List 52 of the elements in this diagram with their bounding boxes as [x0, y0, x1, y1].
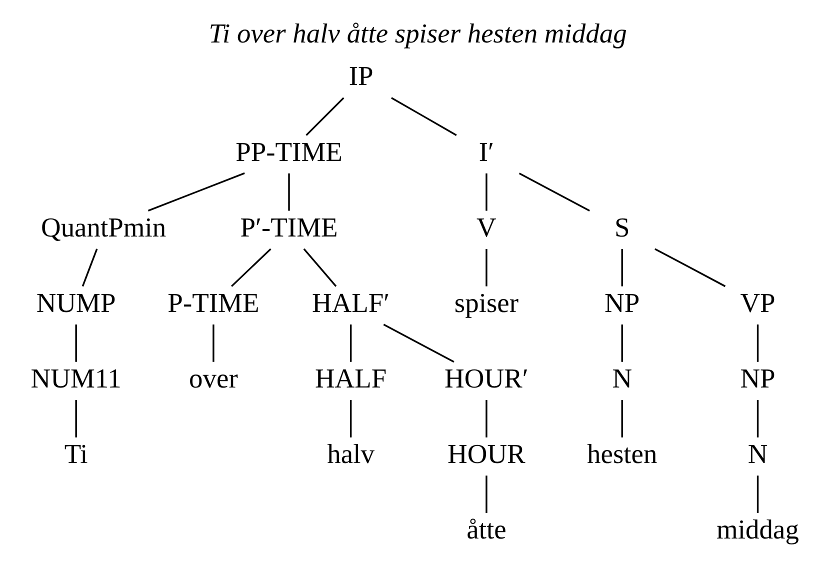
node-text: halv — [326, 438, 374, 469]
node-text: P-TIME — [167, 288, 259, 318]
node-text: HALF — [314, 363, 386, 394]
connector — [756, 476, 758, 513]
connector — [81, 248, 98, 287]
connector — [756, 324, 758, 362]
connector — [518, 172, 590, 212]
connector — [390, 97, 456, 136]
connector — [485, 173, 487, 211]
connector — [382, 324, 454, 363]
connector — [302, 248, 336, 287]
connector — [485, 248, 487, 286]
node-text: N — [747, 438, 768, 469]
connector — [349, 400, 352, 438]
node-text: QuantPmin — [40, 212, 166, 242]
node-text: hesten — [586, 438, 657, 469]
connector — [620, 248, 622, 286]
node-text: NUM11 — [30, 363, 121, 394]
connector — [620, 324, 622, 362]
diagram-title: Ti over halv åtte spiser hesten middag — [208, 18, 626, 48]
connector — [74, 400, 76, 438]
node-text: over — [188, 363, 238, 394]
connector — [147, 172, 244, 212]
connector — [485, 476, 487, 513]
node-text: S — [614, 212, 630, 242]
connector — [349, 324, 352, 362]
node-text: V — [476, 212, 496, 242]
node-text: middag — [716, 514, 798, 544]
node-text: P′-TIME — [240, 212, 338, 242]
connector — [230, 248, 271, 287]
connector — [305, 97, 344, 136]
connector — [74, 324, 76, 362]
node-text: PP-TIME — [235, 136, 342, 167]
node-text: Ti — [64, 438, 88, 469]
connector — [485, 400, 487, 438]
node-text: IP — [348, 61, 373, 92]
node-text: HOUR′ — [444, 363, 528, 394]
connector — [212, 324, 214, 362]
node-text: NUMP — [36, 288, 116, 318]
node-text: I′ — [478, 136, 494, 167]
connector — [288, 173, 290, 211]
node-text: åtte — [466, 514, 506, 544]
node-text: NP — [740, 363, 775, 394]
node-text: N — [612, 363, 632, 394]
node-text: HOUR — [447, 438, 525, 469]
node-text: NP — [604, 288, 640, 318]
connector — [620, 400, 622, 438]
node-text: HALF′ — [311, 288, 390, 318]
connector — [654, 248, 726, 288]
node-text: spiser — [454, 288, 518, 318]
connector — [756, 400, 758, 438]
node-text: VP — [740, 288, 775, 318]
